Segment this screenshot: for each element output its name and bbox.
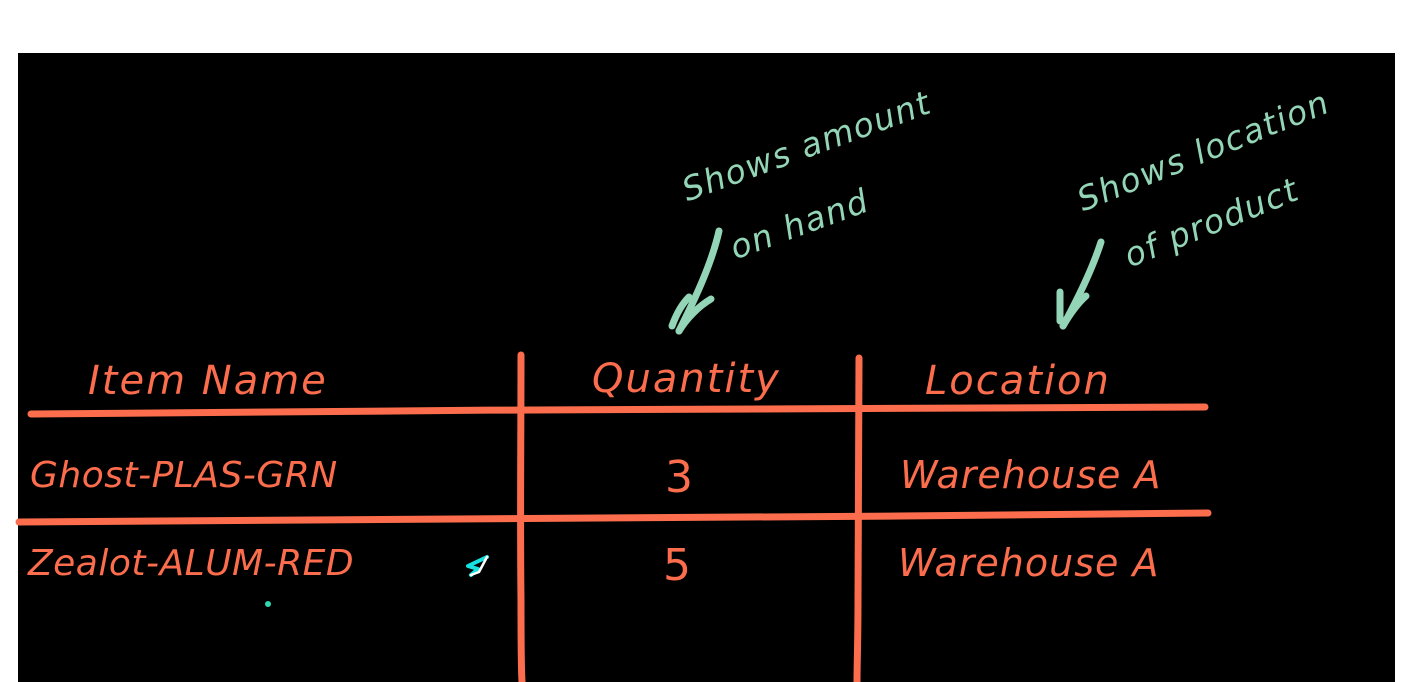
table-row-1-quantity: 3 — [665, 452, 694, 503]
column-header-item-name: Item Name — [88, 358, 328, 404]
column-header-location: Location — [925, 358, 1111, 404]
table-row-2-quantity: 5 — [663, 540, 692, 591]
table-row-1-item-name: Ghost-PLAS-GRN — [30, 455, 338, 496]
black-drawing-board — [18, 53, 1395, 682]
table-row-2-location: Warehouse A — [898, 541, 1160, 585]
table-row-1-location: Warehouse A — [900, 453, 1162, 497]
table-row-2-item-name: Zealot-ALUM-RED — [28, 543, 355, 584]
column-header-quantity: Quantity — [592, 356, 781, 402]
